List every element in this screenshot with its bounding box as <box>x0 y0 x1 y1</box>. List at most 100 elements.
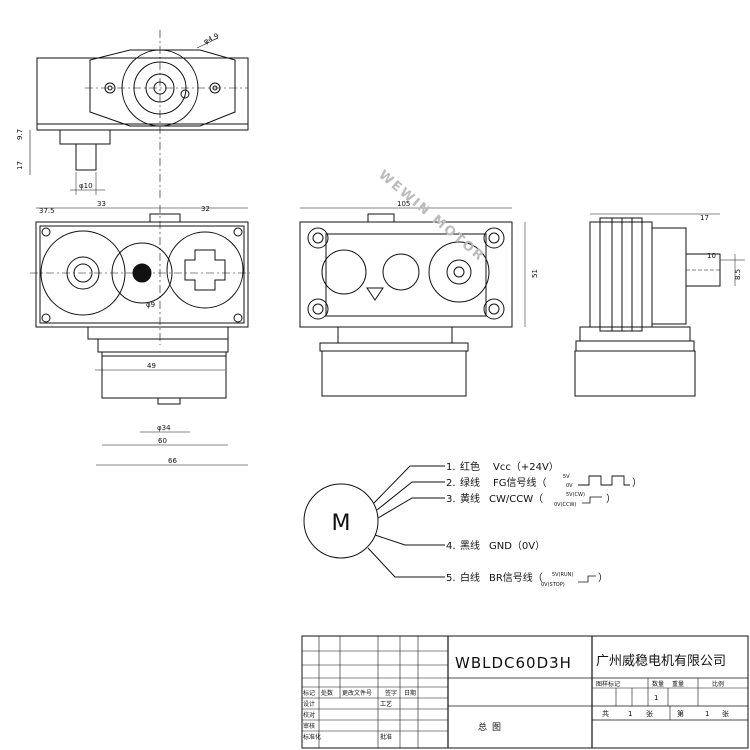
wire-3-num: 3. <box>446 494 456 505</box>
wire-4-line <box>374 534 445 546</box>
top-shaft-collar <box>59 129 111 145</box>
wire-3-level-high: 5V(CW) <box>566 492 585 498</box>
side-motor-cap <box>574 350 696 397</box>
wire-1-line <box>373 465 445 504</box>
wire-2-color: 绿线 <box>460 476 480 489</box>
dim-width-60: 60 <box>158 437 167 445</box>
wire-2-close: ） <box>632 477 642 489</box>
wire-2-item: 2. 绿线 FG信号线（ 5V 0V ） <box>446 474 642 489</box>
dim-bore-dia: φ4.9 <box>202 32 220 46</box>
dim-inner: 49 <box>147 362 156 370</box>
wire-1-item: 1. 红色 Vcc（+24V） <box>446 460 559 473</box>
wire-2-level-high: 5V <box>563 474 570 480</box>
row-label-sign: 签字 <box>385 689 397 697</box>
title-block <box>301 635 749 749</box>
dim-side-d3: 8.5 <box>734 269 742 280</box>
dim-left-offset: 37.5 <box>39 207 55 215</box>
back-motor-cap <box>321 350 467 397</box>
dim-back-height: 51 <box>531 269 539 278</box>
dim-side-d2: 10 <box>707 252 716 260</box>
dim-span-b: 32 <box>201 205 210 213</box>
wire-5-close: ） <box>598 572 608 584</box>
dim-back-width: 105 <box>397 200 410 208</box>
hdr-weight: 重量 <box>672 680 684 688</box>
top-shaft <box>75 143 97 171</box>
top-housing <box>36 57 249 131</box>
dim-side-d1: 17 <box>700 214 709 222</box>
br-level-icon <box>578 575 596 583</box>
dim-hole: φ9 <box>146 301 155 309</box>
dim-shaft-dia: φ10 <box>79 182 93 190</box>
cw-level-icon <box>582 496 602 504</box>
sheet-current-unit: 张 <box>722 709 729 718</box>
row-label-count: 处数 <box>321 689 333 697</box>
watermark: WEWIN MOTOR <box>375 168 487 265</box>
company-name: 广州威稳电机有限公司 <box>596 653 726 669</box>
dim-h1: 9.7 <box>16 129 24 140</box>
approve-label: 批准 <box>380 733 392 741</box>
wire-1-signal: Vcc（+24V） <box>493 461 559 473</box>
wire-5-level-low: 0V(STOP) <box>541 582 565 588</box>
wire-3-close: ） <box>606 493 616 505</box>
title-block-frame <box>301 635 749 749</box>
model-number: WBLDC60D3H <box>455 654 572 672</box>
hdr-scale: 比例 <box>712 680 724 688</box>
fg-pulse-icon <box>578 475 630 486</box>
back-housing <box>299 221 513 328</box>
wire-2-line <box>376 481 445 511</box>
sheet-total-value: 1 <box>628 710 632 718</box>
wire-2-signal: FG信号线（ <box>493 476 547 489</box>
hdr-quantity: 数量 <box>652 680 664 688</box>
gear-right <box>166 231 244 309</box>
front-view <box>30 205 250 466</box>
side-housing <box>589 221 653 328</box>
wire-5-num: 5. <box>446 573 456 584</box>
wire-1-num: 1. <box>446 462 456 473</box>
sheet-total-label: 共 <box>602 709 609 718</box>
row-label-mark: 标记 <box>303 689 315 697</box>
role-standard: 标准化 <box>303 733 321 741</box>
hdr-drawing-mark: 图样标记 <box>596 680 620 688</box>
wire-5-signal: BR信号线（ <box>489 571 543 584</box>
wire-5-line <box>367 547 445 578</box>
row-label-date: 日期 <box>404 689 416 697</box>
motor-cap <box>101 351 227 399</box>
wire-3-color: 黄线 <box>460 492 480 505</box>
wire-5-level-high: 5V(RUN) <box>552 572 573 578</box>
wire-3-line <box>377 497 445 519</box>
quantity-value: 1 <box>654 694 658 702</box>
top-view <box>29 30 249 200</box>
wire-4-num: 4. <box>446 541 456 552</box>
dim-width-66: 66 <box>168 457 177 465</box>
role-design: 设计 <box>303 700 315 708</box>
process-label: 工艺 <box>380 700 392 708</box>
side-view <box>574 213 745 397</box>
top-flange <box>89 49 236 127</box>
wire-1-color: 红色 <box>460 460 480 473</box>
motor-label: M <box>332 511 351 536</box>
wire-3-level-low: 0V(CCW) <box>554 502 576 508</box>
role-review: 审核 <box>303 722 315 730</box>
dim-h2: 17 <box>16 161 24 170</box>
wire-4-signal: GND（0V） <box>489 540 545 552</box>
sheet-total-unit: 张 <box>646 709 653 718</box>
wire-2-num: 2. <box>446 478 456 489</box>
row-label-change: 更改文件号 <box>342 689 372 697</box>
wire-2-level-low: 0V <box>566 483 573 489</box>
dim-cap-dia: φ34 <box>157 424 171 432</box>
sheet-current-value: 1 <box>705 710 709 718</box>
wire-3-item: 3. 黄线 CW/CCW（ 5V(CW) 0V(CCW) ） <box>446 492 616 508</box>
wire-4-color: 黑线 <box>460 539 480 552</box>
wire-5-color: 白线 <box>460 571 480 584</box>
motor-symbol <box>303 483 379 559</box>
wire-5-item: 5. 白线 BR信号线（ 5V(RUN) 0V(STOP) ） <box>446 571 608 588</box>
motor-diagram <box>303 465 630 583</box>
drawing-name: 总图 <box>478 721 506 733</box>
wire-4-item: 4. 黑线 GND（0V） <box>446 539 545 552</box>
wire-3-signal: CW/CCW（ <box>489 493 543 505</box>
role-check: 校对 <box>303 711 315 719</box>
dim-span-a: 33 <box>97 200 106 208</box>
sheet-current-label: 第 <box>677 709 684 718</box>
back-view <box>299 207 526 397</box>
